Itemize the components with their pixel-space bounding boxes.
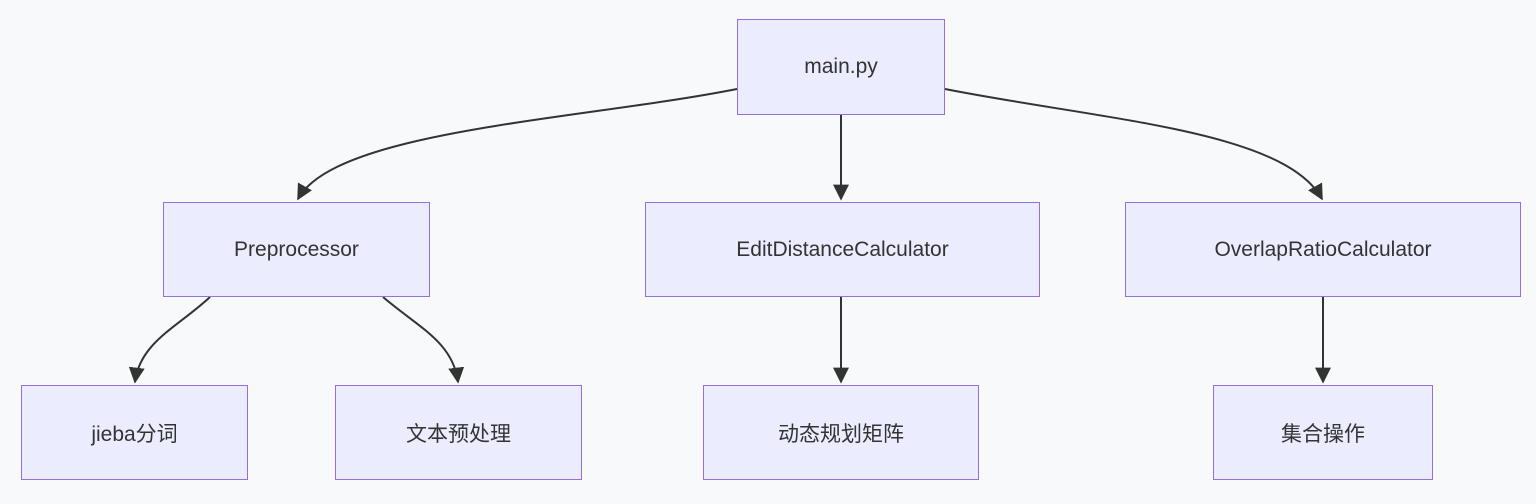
node-main-py: main.py	[737, 19, 945, 115]
node-set-operations: 集合操作	[1213, 385, 1433, 480]
node-label-text-preprocessing: 文本预处理	[406, 422, 511, 446]
node-label-editdistancecalculator: EditDistanceCalculator	[736, 237, 949, 261]
edge-preprocessor-to-jieba	[128, 296, 211, 384]
node-label-jieba-segmentation: jieba分词	[91, 422, 178, 446]
node-jieba-segmentation: jieba分词	[21, 385, 248, 480]
node-label-preprocessor: Preprocessor	[234, 237, 359, 261]
node-preprocessor: Preprocessor	[163, 202, 430, 297]
node-dp-matrix: 动态规划矩阵	[703, 385, 979, 480]
node-label-overlapratiocalculator: OverlapRatioCalculator	[1214, 237, 1432, 261]
edge-main-to-overlapratiocalculator	[944, 88, 1323, 201]
node-text-preprocessing: 文本预处理	[335, 385, 582, 480]
node-overlapratiocalculator: OverlapRatioCalculator	[1125, 202, 1521, 297]
node-label-dp-matrix: 动态规划矩阵	[778, 422, 904, 446]
node-label-main-py: main.py	[804, 55, 878, 78]
node-label-set-operations: 集合操作	[1281, 422, 1365, 446]
edge-main-to-preprocessor	[297, 88, 738, 201]
node-editdistancecalculator: EditDistanceCalculator	[645, 202, 1040, 297]
edge-preprocessor-to-textpreprocess	[382, 296, 465, 384]
